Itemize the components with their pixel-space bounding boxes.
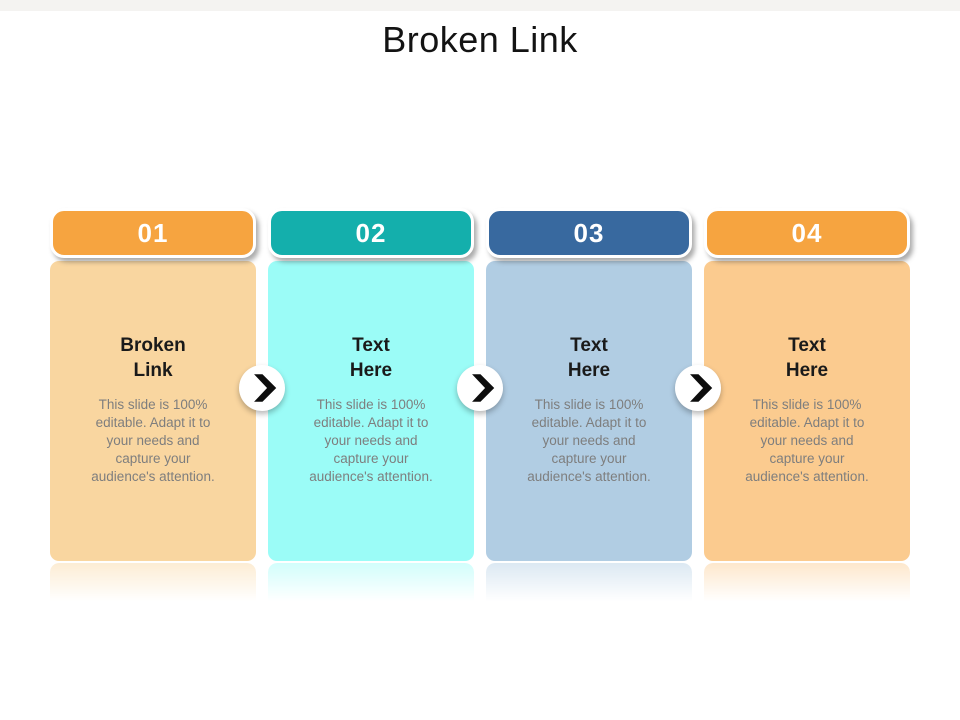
chevron-right-icon [466,373,495,403]
step-number-badge: 01 [50,208,256,258]
step-heading: Text Here [349,335,393,381]
step-number: 01 [137,217,169,248]
step-card-2: 02 Text Here This slide is 100% editable… [268,208,474,608]
step-card-body: Text Here This slide is 100% editable. A… [486,261,692,561]
step-heading: Text Here [567,335,611,381]
step-number-badge: 03 [486,208,692,258]
step-card-3: 03 Text Here This slide is 100% editable… [486,208,692,608]
step-card-body: Text Here This slide is 100% editable. A… [704,261,910,561]
card-reflection [268,563,474,608]
step-number: 03 [573,217,605,248]
step-number-badge: 02 [268,208,474,258]
step-number-badge: 04 [704,208,910,258]
chevron-right-icon [684,373,713,403]
step-description: This slide is 100% editable. Adapt it to… [527,397,651,484]
card-reflection [704,563,910,608]
page-title: Broken Link [382,19,578,60]
step-description: This slide is 100% editable. Adapt it to… [91,397,215,484]
step-card-1: 01 Broken Link This slide is 100% editab… [50,208,256,608]
step-description: This slide is 100% editable. Adapt it to… [745,397,869,484]
card-reflection [486,563,692,608]
step-number: 02 [355,217,387,248]
top-border-band [0,0,960,11]
step-number: 04 [791,217,823,248]
process-steps-row: 01 Broken Link This slide is 100% editab… [50,208,910,608]
step-description: This slide is 100% editable. Adapt it to… [309,397,433,484]
card-reflection [50,563,256,608]
step-card-body: Text Here This slide is 100% editable. A… [268,261,474,561]
next-step-arrow [457,365,503,411]
step-heading: Broken Link [120,335,186,381]
next-step-arrow [675,365,721,411]
step-card-4: 04 Text Here This slide is 100% editable… [704,208,910,608]
chevron-right-icon [248,373,277,403]
step-heading: Text Here [785,335,829,381]
next-step-arrow [239,365,285,411]
step-card-body: Broken Link This slide is 100% editable.… [50,261,256,561]
